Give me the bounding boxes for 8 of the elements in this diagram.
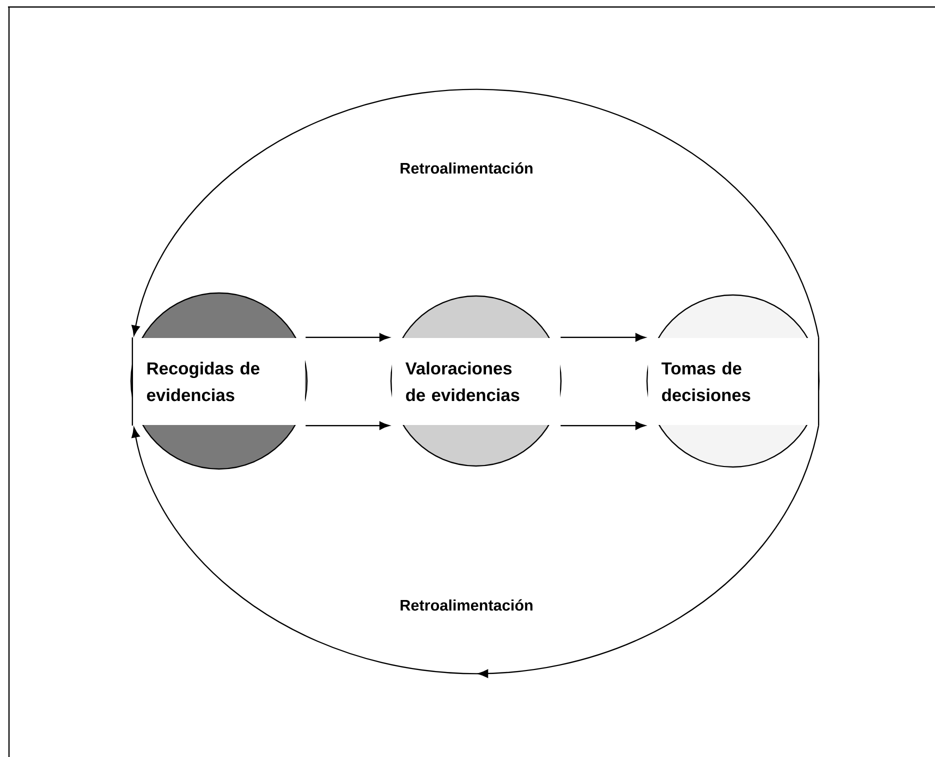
arrow [306, 421, 390, 430]
arrow [560, 421, 646, 430]
feedback-arrow [132, 88, 820, 338]
arrow [560, 333, 646, 342]
edge-label: Retroalimentación [400, 162, 532, 174]
feedback-arrow [132, 425, 820, 678]
edge-label: Retroalimentación [400, 599, 532, 611]
arrow [306, 333, 390, 342]
